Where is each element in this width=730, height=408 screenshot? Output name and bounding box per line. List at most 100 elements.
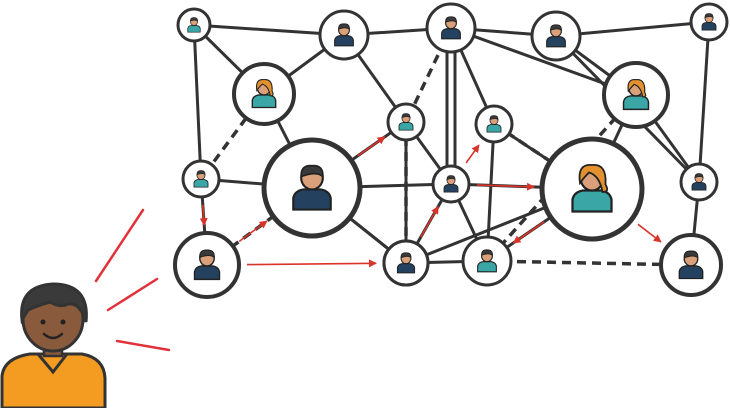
person-icon — [678, 250, 704, 280]
person-body — [193, 179, 209, 188]
person-hair — [401, 113, 411, 119]
spread-arrow — [238, 220, 268, 242]
network-edge — [192, 24, 203, 180]
network-node-n1 — [176, 7, 212, 43]
person-hair — [550, 24, 562, 32]
network-node-n7 — [181, 159, 221, 199]
person-body — [701, 22, 717, 31]
edges-layer — [192, 20, 711, 267]
person-hair — [704, 13, 714, 19]
network-node-n18 — [679, 162, 719, 202]
woman-icon — [571, 164, 613, 213]
spread-arrow — [512, 221, 545, 244]
person-hair — [190, 17, 198, 22]
person-body — [251, 94, 277, 109]
person-icon — [477, 249, 497, 273]
person-icon — [396, 252, 416, 274]
person-icon — [486, 115, 502, 133]
nodes-layer — [173, 2, 729, 299]
network-node-n8 — [173, 231, 241, 299]
person-icon — [292, 164, 332, 211]
person-hair — [694, 173, 704, 179]
woman-icon — [251, 79, 277, 109]
network-edge-dashed — [486, 259, 692, 267]
broadcast-line — [115, 339, 171, 352]
person-hair — [300, 164, 324, 179]
person-icon — [187, 17, 201, 33]
person-hair — [446, 175, 456, 181]
person-hair — [400, 252, 412, 259]
person-icon — [691, 173, 707, 191]
spread-arrow — [357, 136, 386, 157]
network-node-n13 — [602, 61, 670, 129]
network-node-n3 — [425, 2, 477, 54]
person-body — [622, 95, 650, 111]
person-hair — [627, 79, 647, 98]
speaker-collar — [36, 353, 69, 375]
speaker-mouth — [42, 332, 64, 340]
person-body — [334, 35, 354, 47]
spread-arrow — [465, 144, 480, 164]
person-hair — [255, 79, 274, 97]
broadcast-lines — [94, 208, 171, 352]
person-hair — [445, 16, 457, 24]
person-body — [187, 25, 201, 33]
person-body — [398, 122, 414, 131]
person-icon — [398, 113, 414, 131]
broadcast-line — [106, 277, 159, 312]
network-node-n5 — [689, 2, 729, 42]
speaker-eye — [40, 319, 46, 325]
network-node-n17 — [539, 136, 645, 242]
network-node-n10 — [474, 104, 514, 144]
speaker-person-icon — [0, 282, 107, 408]
person-icon — [193, 170, 209, 188]
person-body — [678, 265, 704, 280]
person-body — [441, 28, 461, 40]
person-hair — [199, 249, 215, 259]
person-body — [477, 261, 497, 273]
speaker-shirt — [0, 352, 107, 408]
person-body — [571, 189, 613, 213]
person-icon — [441, 16, 461, 40]
person-body — [292, 188, 332, 211]
person-body — [546, 36, 566, 48]
network-node-n2 — [318, 9, 370, 61]
network-node-n9 — [386, 102, 426, 142]
spread-arrow — [476, 182, 536, 191]
broadcast-line — [94, 208, 145, 283]
network-node-n16 — [382, 239, 430, 287]
person-hair — [481, 249, 493, 257]
person-body — [443, 184, 459, 193]
network-node-n15 — [461, 235, 513, 287]
network-node-n12 — [261, 137, 363, 239]
arrows-layer — [199, 136, 662, 268]
person-hair — [338, 23, 350, 31]
person-icon — [546, 24, 566, 48]
network-node-n19 — [659, 233, 723, 297]
network-edge — [555, 20, 710, 38]
person-body — [486, 124, 502, 133]
person-body — [691, 182, 707, 191]
person-icon — [193, 249, 221, 281]
person-hair — [196, 170, 206, 176]
network-node-n14 — [431, 164, 471, 204]
speaker-eye — [60, 319, 66, 325]
person-hair — [578, 164, 609, 193]
spread-arrow — [420, 205, 439, 238]
spread-arrow — [246, 259, 378, 268]
speaker-hair — [20, 282, 88, 325]
spread-arrow — [199, 204, 208, 227]
network-edge — [697, 21, 711, 183]
person-hair — [489, 115, 499, 121]
spread-arrow — [637, 223, 662, 243]
person-icon — [701, 13, 717, 31]
person-hair — [683, 250, 699, 259]
woman-icon — [622, 79, 650, 111]
person-icon — [443, 175, 459, 193]
network-node-n4 — [530, 10, 582, 62]
network-node-n6 — [232, 62, 296, 126]
person-body — [193, 265, 221, 281]
person-icon — [334, 23, 354, 47]
